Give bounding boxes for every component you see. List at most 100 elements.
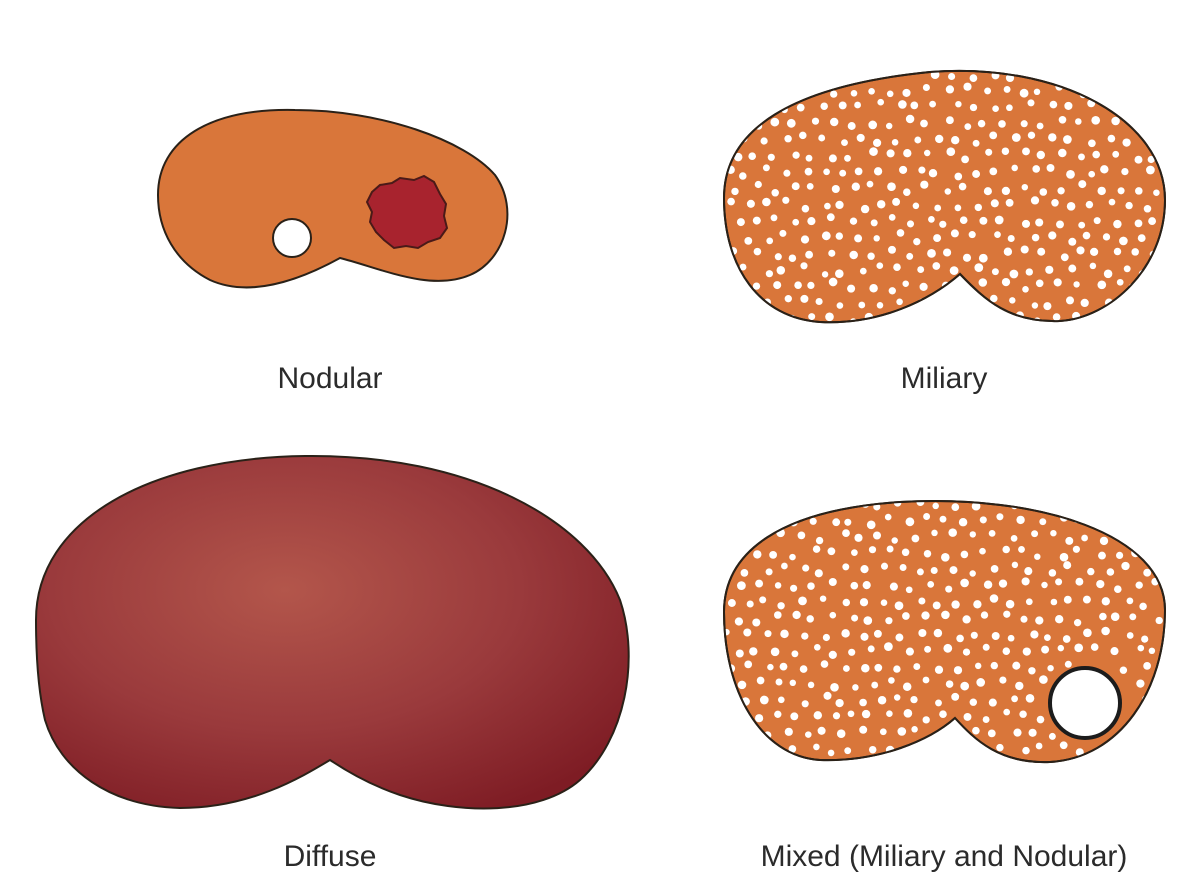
miliary-dot: [1009, 297, 1015, 303]
miliary-dot: [753, 282, 760, 289]
miliary-dot: [844, 155, 851, 162]
miliary-dot: [1090, 263, 1097, 270]
miliary-dot: [934, 629, 942, 637]
miliary-dot: [933, 234, 941, 242]
miliary-dot: [803, 503, 810, 510]
miliary-dot: [906, 253, 913, 260]
miliary-dot: [1091, 116, 1100, 125]
miliary-dot: [769, 85, 777, 93]
miliary-dot: [1002, 187, 1010, 195]
miliary-dot: [1110, 744, 1117, 751]
miliary-dot: [960, 579, 969, 588]
miliary-dot: [849, 251, 858, 260]
miliary-dot: [798, 597, 807, 606]
miliary-dot: [1078, 180, 1086, 188]
miliary-dot: [876, 262, 883, 269]
miliary-dot: [1100, 165, 1108, 173]
miliary-dot: [897, 727, 906, 736]
miliary-dot: [900, 564, 907, 571]
miliary-dot: [740, 532, 747, 539]
miliary-dot: [1065, 661, 1072, 668]
miliary-dot: [906, 586, 913, 593]
miliary-dot: [722, 264, 729, 271]
miliary-dot: [976, 299, 983, 306]
miliary-dot: [889, 287, 896, 294]
miliary-dot: [1083, 628, 1092, 637]
miliary-dot: [1096, 520, 1104, 528]
miliary-dot: [843, 599, 850, 606]
miliary-dot: [906, 115, 914, 123]
miliary-dot: [874, 167, 882, 175]
miliary-dot: [1021, 120, 1028, 127]
miliary-dot: [1028, 132, 1035, 139]
miliary-dot: [920, 316, 927, 323]
miliary-dot: [1081, 535, 1088, 542]
miliary-dot: [839, 101, 847, 109]
miliary-dot: [1118, 187, 1125, 194]
miliary-dot: [1148, 217, 1156, 225]
miliary-dot: [730, 283, 737, 290]
miliary-dot: [1122, 138, 1130, 146]
miliary-dot: [829, 278, 838, 287]
miliary-dot: [928, 216, 935, 223]
miliary-dot: [814, 644, 821, 651]
miliary-dot: [943, 644, 952, 653]
miliary-dot: [723, 565, 731, 573]
miliary-dot: [860, 565, 868, 573]
miliary-dot: [753, 550, 761, 558]
miliary-dot: [1037, 716, 1045, 724]
miliary-dot: [911, 726, 918, 733]
miliary-dot: [894, 694, 901, 701]
miliary-dot: [995, 216, 1004, 225]
miliary-dot: [1031, 530, 1038, 537]
miliary-dot: [783, 170, 790, 177]
miliary-dot: [1109, 199, 1116, 206]
miliary-dot: [820, 102, 828, 110]
miliary-dot: [992, 268, 999, 275]
miliary-dot: [844, 747, 851, 754]
miliary-dot: [970, 531, 976, 537]
miliary-dot: [807, 217, 815, 225]
miliary-dot: [740, 298, 747, 305]
miliary-dot: [800, 665, 808, 673]
miliary-dot: [1154, 749, 1161, 756]
miliary-dot: [721, 535, 729, 543]
miliary-dot: [1087, 503, 1095, 511]
diffuse-organ-shape: [36, 456, 629, 809]
miliary-dot: [1093, 90, 1102, 99]
miliary-dot: [766, 270, 773, 277]
miliary-dot: [1145, 725, 1154, 734]
miliary-dot: [874, 664, 882, 672]
miliary-dot: [903, 683, 911, 691]
miliary-dot: [1016, 516, 1024, 524]
miliary-dot: [1102, 597, 1110, 605]
miliary-dot: [873, 235, 879, 241]
miliary-dot: [728, 599, 736, 607]
miliary-dot: [1126, 730, 1133, 737]
miliary-dot: [1055, 578, 1062, 585]
miliary-dot: [766, 238, 773, 245]
miliary-dot: [1099, 613, 1107, 621]
miliary-dot: [732, 547, 739, 554]
miliary-dot: [780, 663, 788, 671]
miliary-dot: [1027, 500, 1035, 508]
miliary-dot: [1026, 268, 1033, 275]
miliary-dot: [1153, 512, 1161, 520]
miliary-dot: [941, 611, 950, 620]
miliary-dot: [724, 103, 731, 110]
miliary-dot: [927, 581, 934, 588]
miliary-dot: [913, 203, 920, 210]
miliary-dot: [1060, 553, 1069, 562]
miliary-dot: [1136, 679, 1144, 687]
miliary-dot: [1065, 537, 1073, 545]
miliary-dot: [1088, 171, 1095, 178]
miliary-dot: [886, 710, 893, 717]
miliary-dot: [737, 218, 745, 226]
miliary-dot: [836, 232, 843, 239]
miliary-dot: [1064, 498, 1073, 507]
miliary-dot: [946, 85, 954, 93]
miliary-dot: [837, 729, 846, 738]
miliary-dot: [754, 742, 762, 750]
miliary-dot: [1086, 70, 1095, 79]
miliary-dot: [754, 248, 762, 256]
